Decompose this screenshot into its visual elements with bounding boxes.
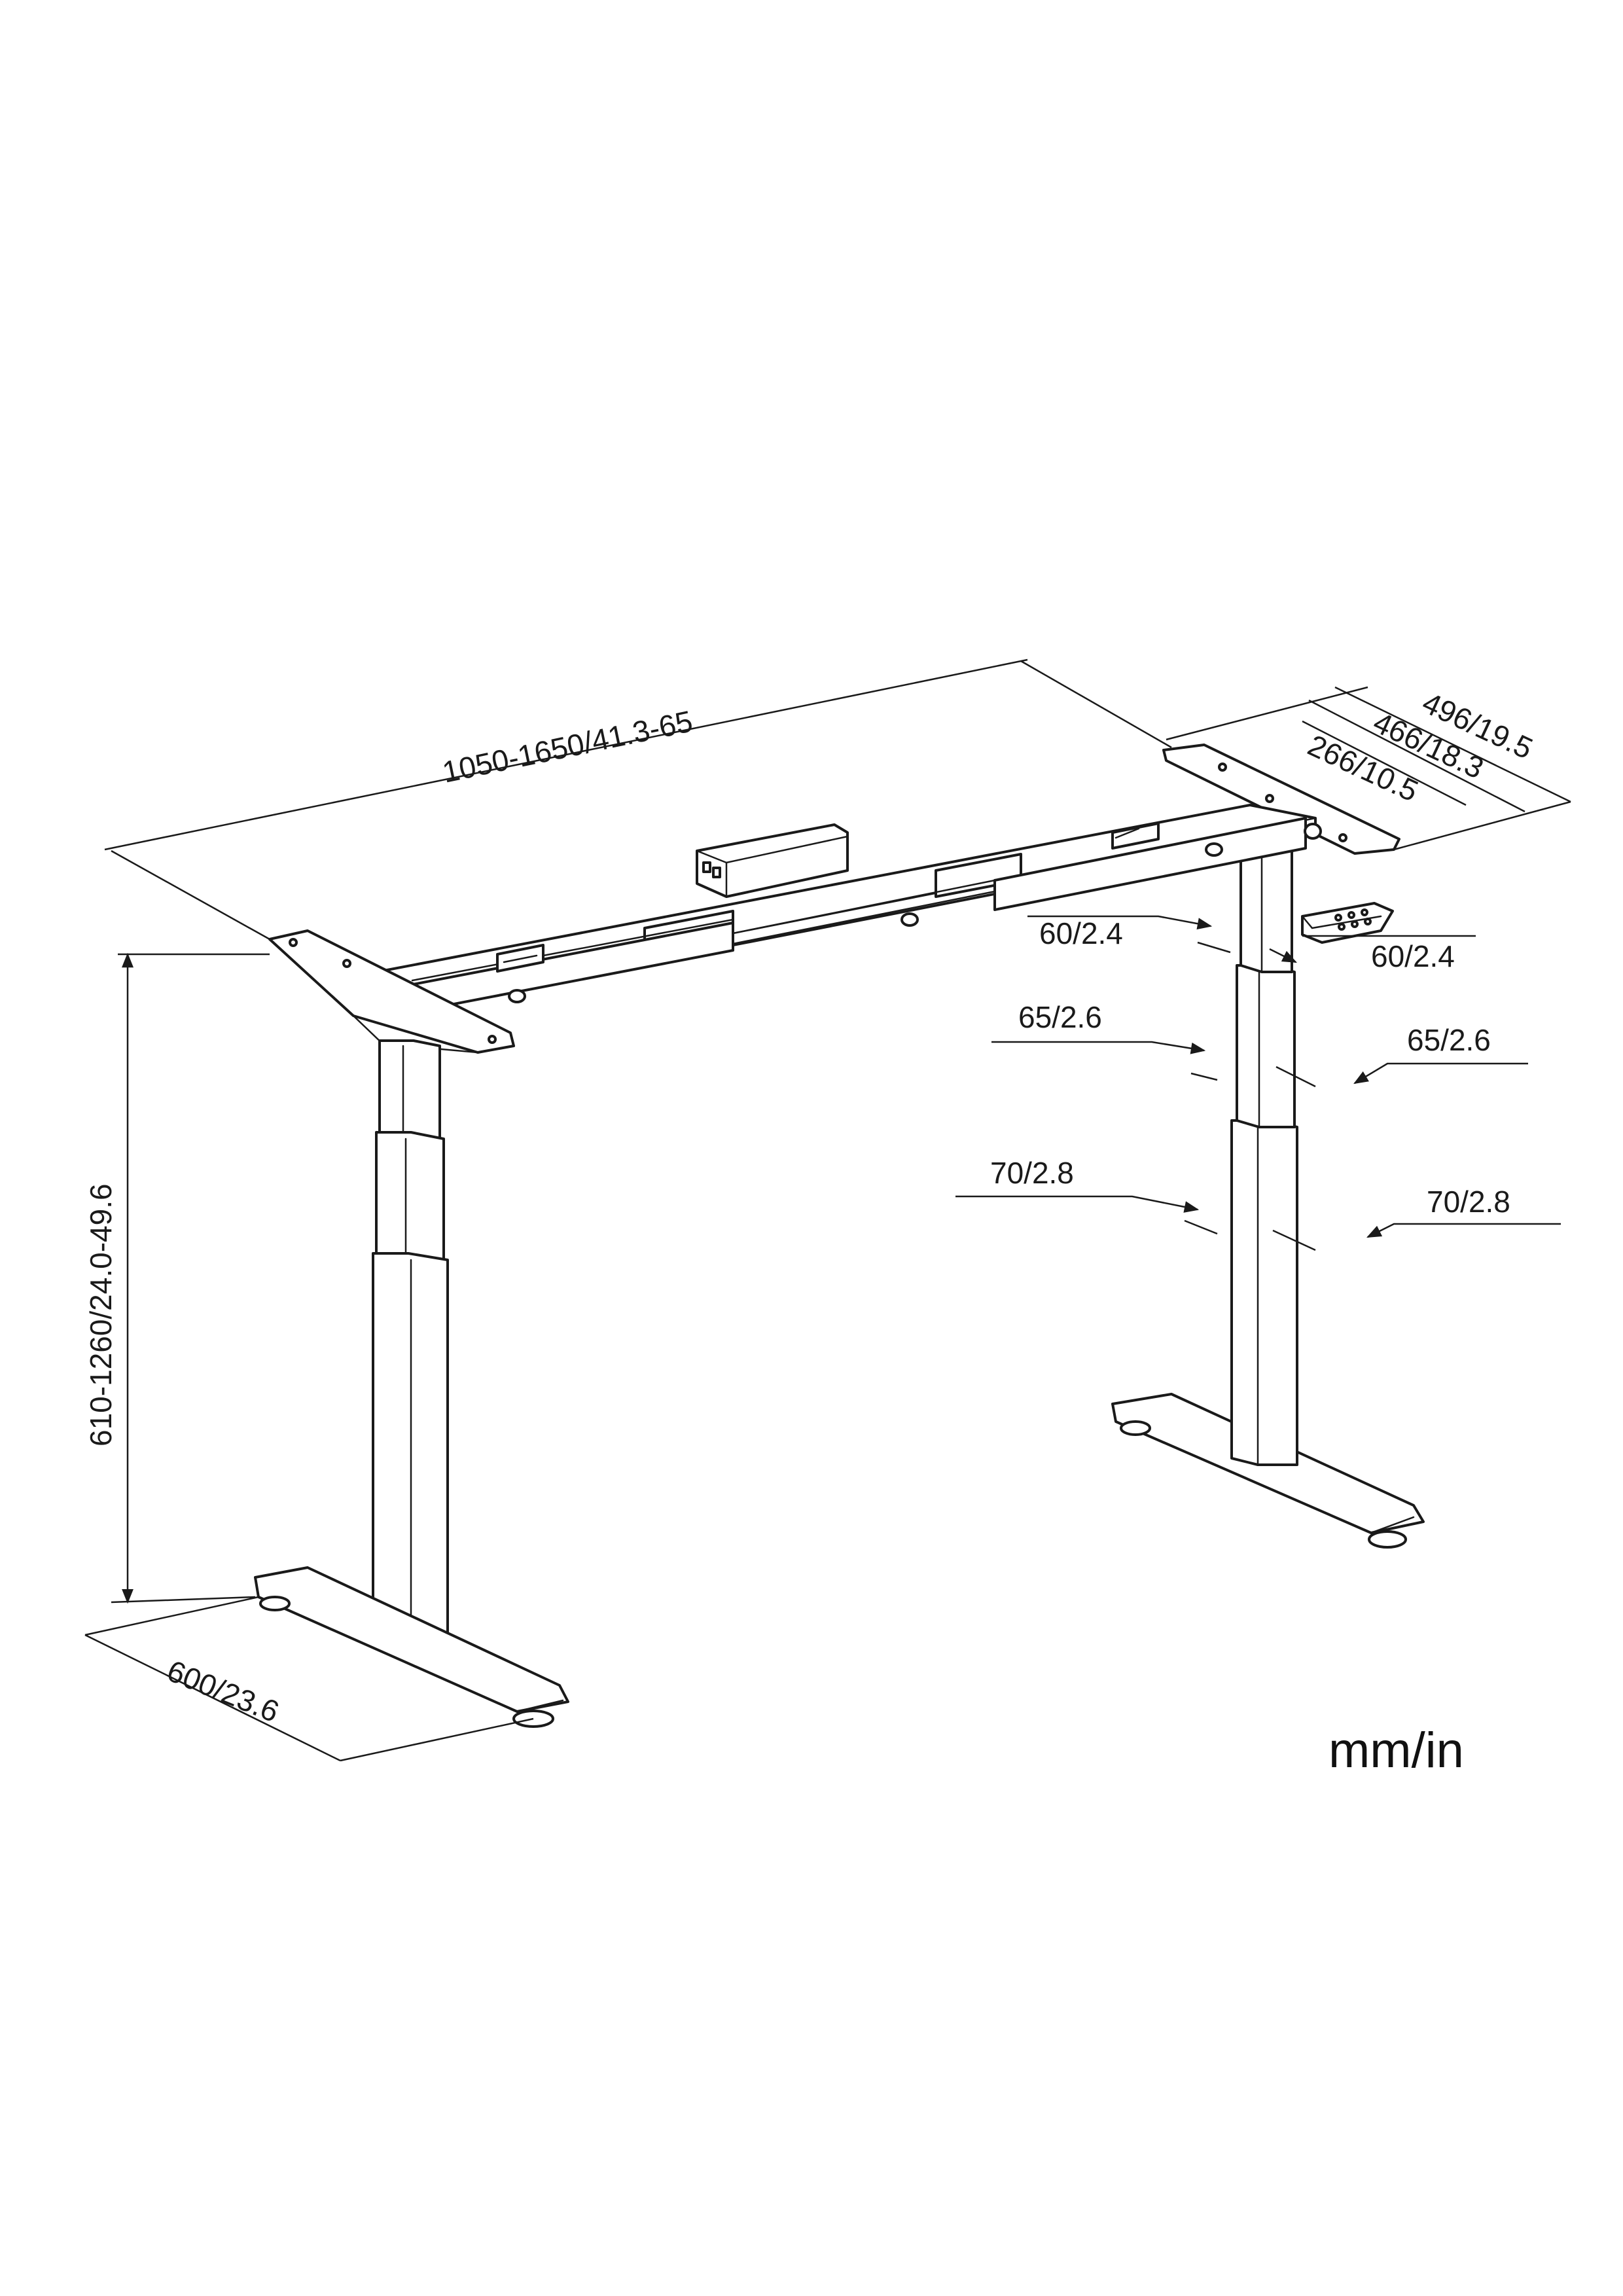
leader-mid-front [991,1041,1206,1054]
label-col-bot-front: 70/2.8 [990,1156,1074,1190]
leader-bot-front [955,1195,1200,1213]
tick-bot-front [1184,1219,1218,1235]
depth-inner-line [1302,720,1467,806]
leader-bot-side [1366,1223,1561,1238]
label-col-top-side: 60/2.4 [1371,939,1455,973]
tick-top-front [1197,941,1231,954]
desk-frame [254,744,1425,1728]
dimension-lines [84,658,1571,1762]
tick-top-side [1269,948,1298,963]
label-col-mid-side: 65/2.6 [1407,1023,1491,1057]
right-column [1230,843,1298,1466]
foot-extension-left [84,1596,259,1636]
units-label: mm/in [1329,1723,1464,1778]
foot-extension-right [340,1717,534,1762]
tick-mid-side [1275,1066,1316,1088]
control-box [696,823,849,898]
label-foot-length: 600/23.6 [162,1653,284,1729]
tick-bot-side [1272,1229,1316,1251]
depth-outer-line [1334,686,1571,803]
width-dimension-line [104,658,1028,851]
depth-mid-line [1308,699,1525,813]
foot-dimension-line [84,1634,341,1762]
label-width: 1050-1650/41.3-65 [439,704,695,789]
label-height: 610-1260/24.0-49.6 [84,1183,118,1446]
label-col-bot-side: 70/2.8 [1427,1185,1510,1219]
depth-extension-left [1166,686,1368,741]
width-extension-right [1020,660,1172,749]
depth-extension-right [1393,800,1571,851]
hand-controller [1301,902,1394,944]
height-extension-bottom [111,1596,256,1604]
crossbeam [365,804,1322,1017]
label-col-top-front: 60/2.4 [1039,916,1123,950]
left-top-plate [268,929,515,1054]
label-col-mid-front: 65/2.6 [1018,1000,1102,1034]
leader-mid-side [1353,1062,1528,1085]
leader-top-front [1027,915,1213,930]
tick-mid-front [1190,1072,1218,1081]
width-extension-left [111,850,270,941]
left-column [372,1039,449,1644]
